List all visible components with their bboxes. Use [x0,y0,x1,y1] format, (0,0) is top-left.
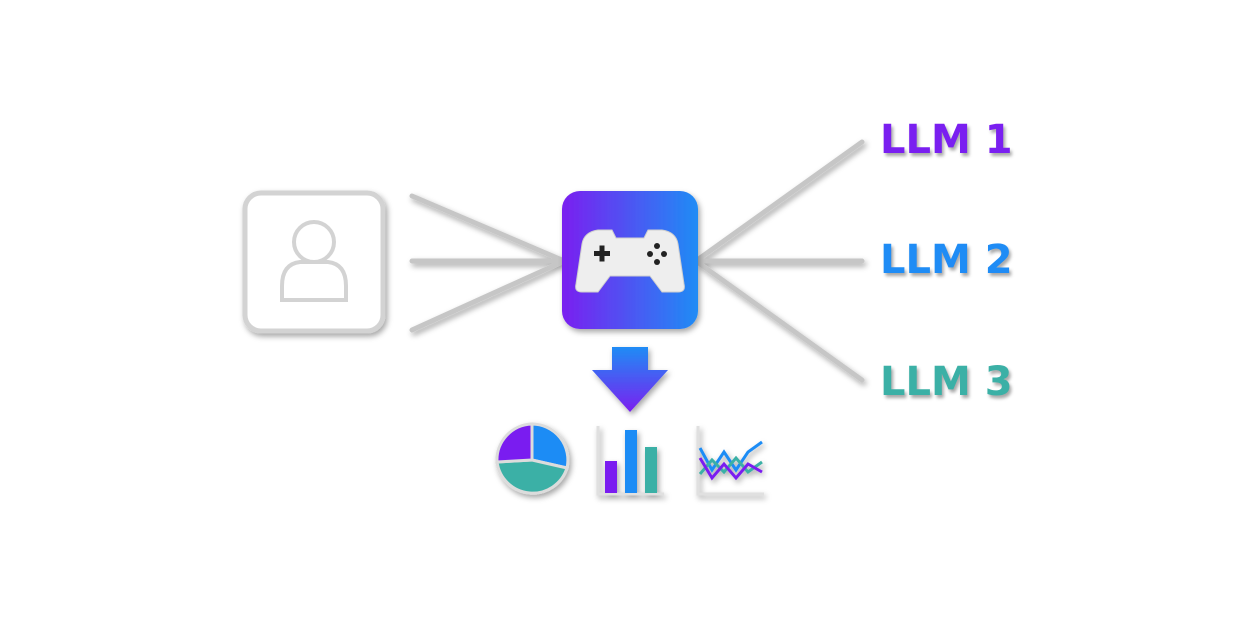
connector-line [697,139,865,261]
gamepad-icon [575,229,685,293]
connector-line [409,193,565,263]
llm-3-label: LLM 3 [880,359,1013,405]
game-node [562,191,698,329]
llm-connectors [697,139,865,383]
connector-line [409,259,565,333]
user-icon [280,220,348,302]
pie-chart-icon [495,422,570,495]
connector-line [697,261,865,383]
bar-chart-icon [596,426,664,496]
line-chart-icon [696,426,764,496]
llm-1-label: LLM 1 [880,117,1013,163]
llm-2-label: LLM 2 [880,237,1013,283]
user-node [242,190,386,334]
user-connectors [409,193,565,333]
down-arrow-icon [592,347,668,412]
